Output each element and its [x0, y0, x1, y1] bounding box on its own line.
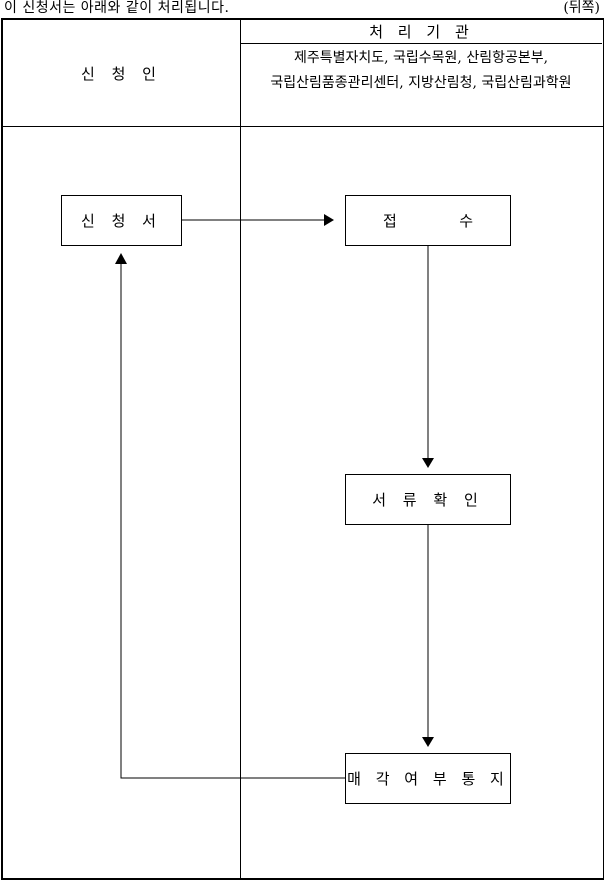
sale-decision-notice-label: 매 각 여 부 통 지 — [347, 770, 509, 788]
procedure-table — [1, 18, 604, 880]
receipt-label: 접 수 — [383, 210, 473, 231]
org-header-divider — [241, 43, 602, 44]
sale-decision-notice-box: 매 각 여 부 통 지 — [345, 753, 511, 804]
application-form-label: 신 청 서 — [81, 212, 162, 230]
processing-organizations: 제주특별자치도, 국립수목원, 산림항공본부, 국립산림품종관리센터, 지방산림… — [270, 50, 572, 91]
header-divider — [1, 126, 603, 127]
processing-note: 이 신청서는 아래와 같이 처리됩니다. — [4, 0, 230, 16]
page-side-label: (뒤쪽) — [563, 0, 600, 16]
top-line: 이 신청서는 아래와 같이 처리됩니다. (뒤쪽) — [0, 0, 604, 18]
applicant-column-header: 신 청 인 — [81, 64, 162, 83]
document-review-label: 서 류 확 인 — [372, 491, 484, 509]
receipt-box: 접 수 — [345, 195, 511, 246]
receipt-label-part-2: 수 — [459, 212, 473, 230]
column-divider — [240, 18, 241, 880]
receipt-label-part-1: 접 — [383, 212, 397, 230]
document-review-box: 서 류 확 인 — [345, 474, 511, 525]
application-form-box: 신 청 서 — [61, 195, 182, 246]
processing-column-header: 처 리 기 관 — [369, 23, 474, 41]
